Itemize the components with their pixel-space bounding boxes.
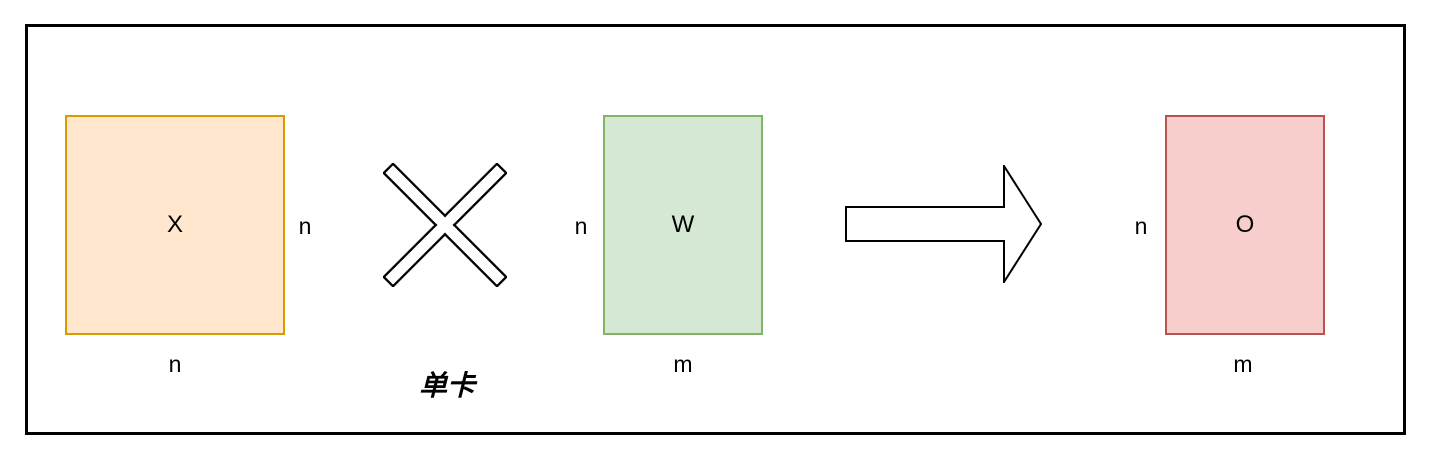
matrix-w-label: W xyxy=(671,211,695,238)
matrix-x-box: X xyxy=(65,115,285,335)
matrix-w-rows-label: n xyxy=(574,213,588,239)
right-block-arrow-icon xyxy=(845,165,1043,283)
matrix-x-rows-label: n xyxy=(298,213,312,239)
multiply-cross-icon xyxy=(383,163,507,287)
matrix-o-box: O xyxy=(1165,115,1325,335)
matrix-x-cols-label: n xyxy=(168,351,182,377)
matrix-o-rows-label: n xyxy=(1134,213,1148,239)
matrix-w-cols-label: m xyxy=(673,351,693,377)
matrix-o-label: O xyxy=(1235,211,1255,238)
single-card-caption: 单卡 xyxy=(418,370,475,401)
matrix-w-box: W xyxy=(603,115,763,335)
matrix-o-cols-label: m xyxy=(1233,351,1253,377)
matrix-x-label: X xyxy=(166,211,183,238)
